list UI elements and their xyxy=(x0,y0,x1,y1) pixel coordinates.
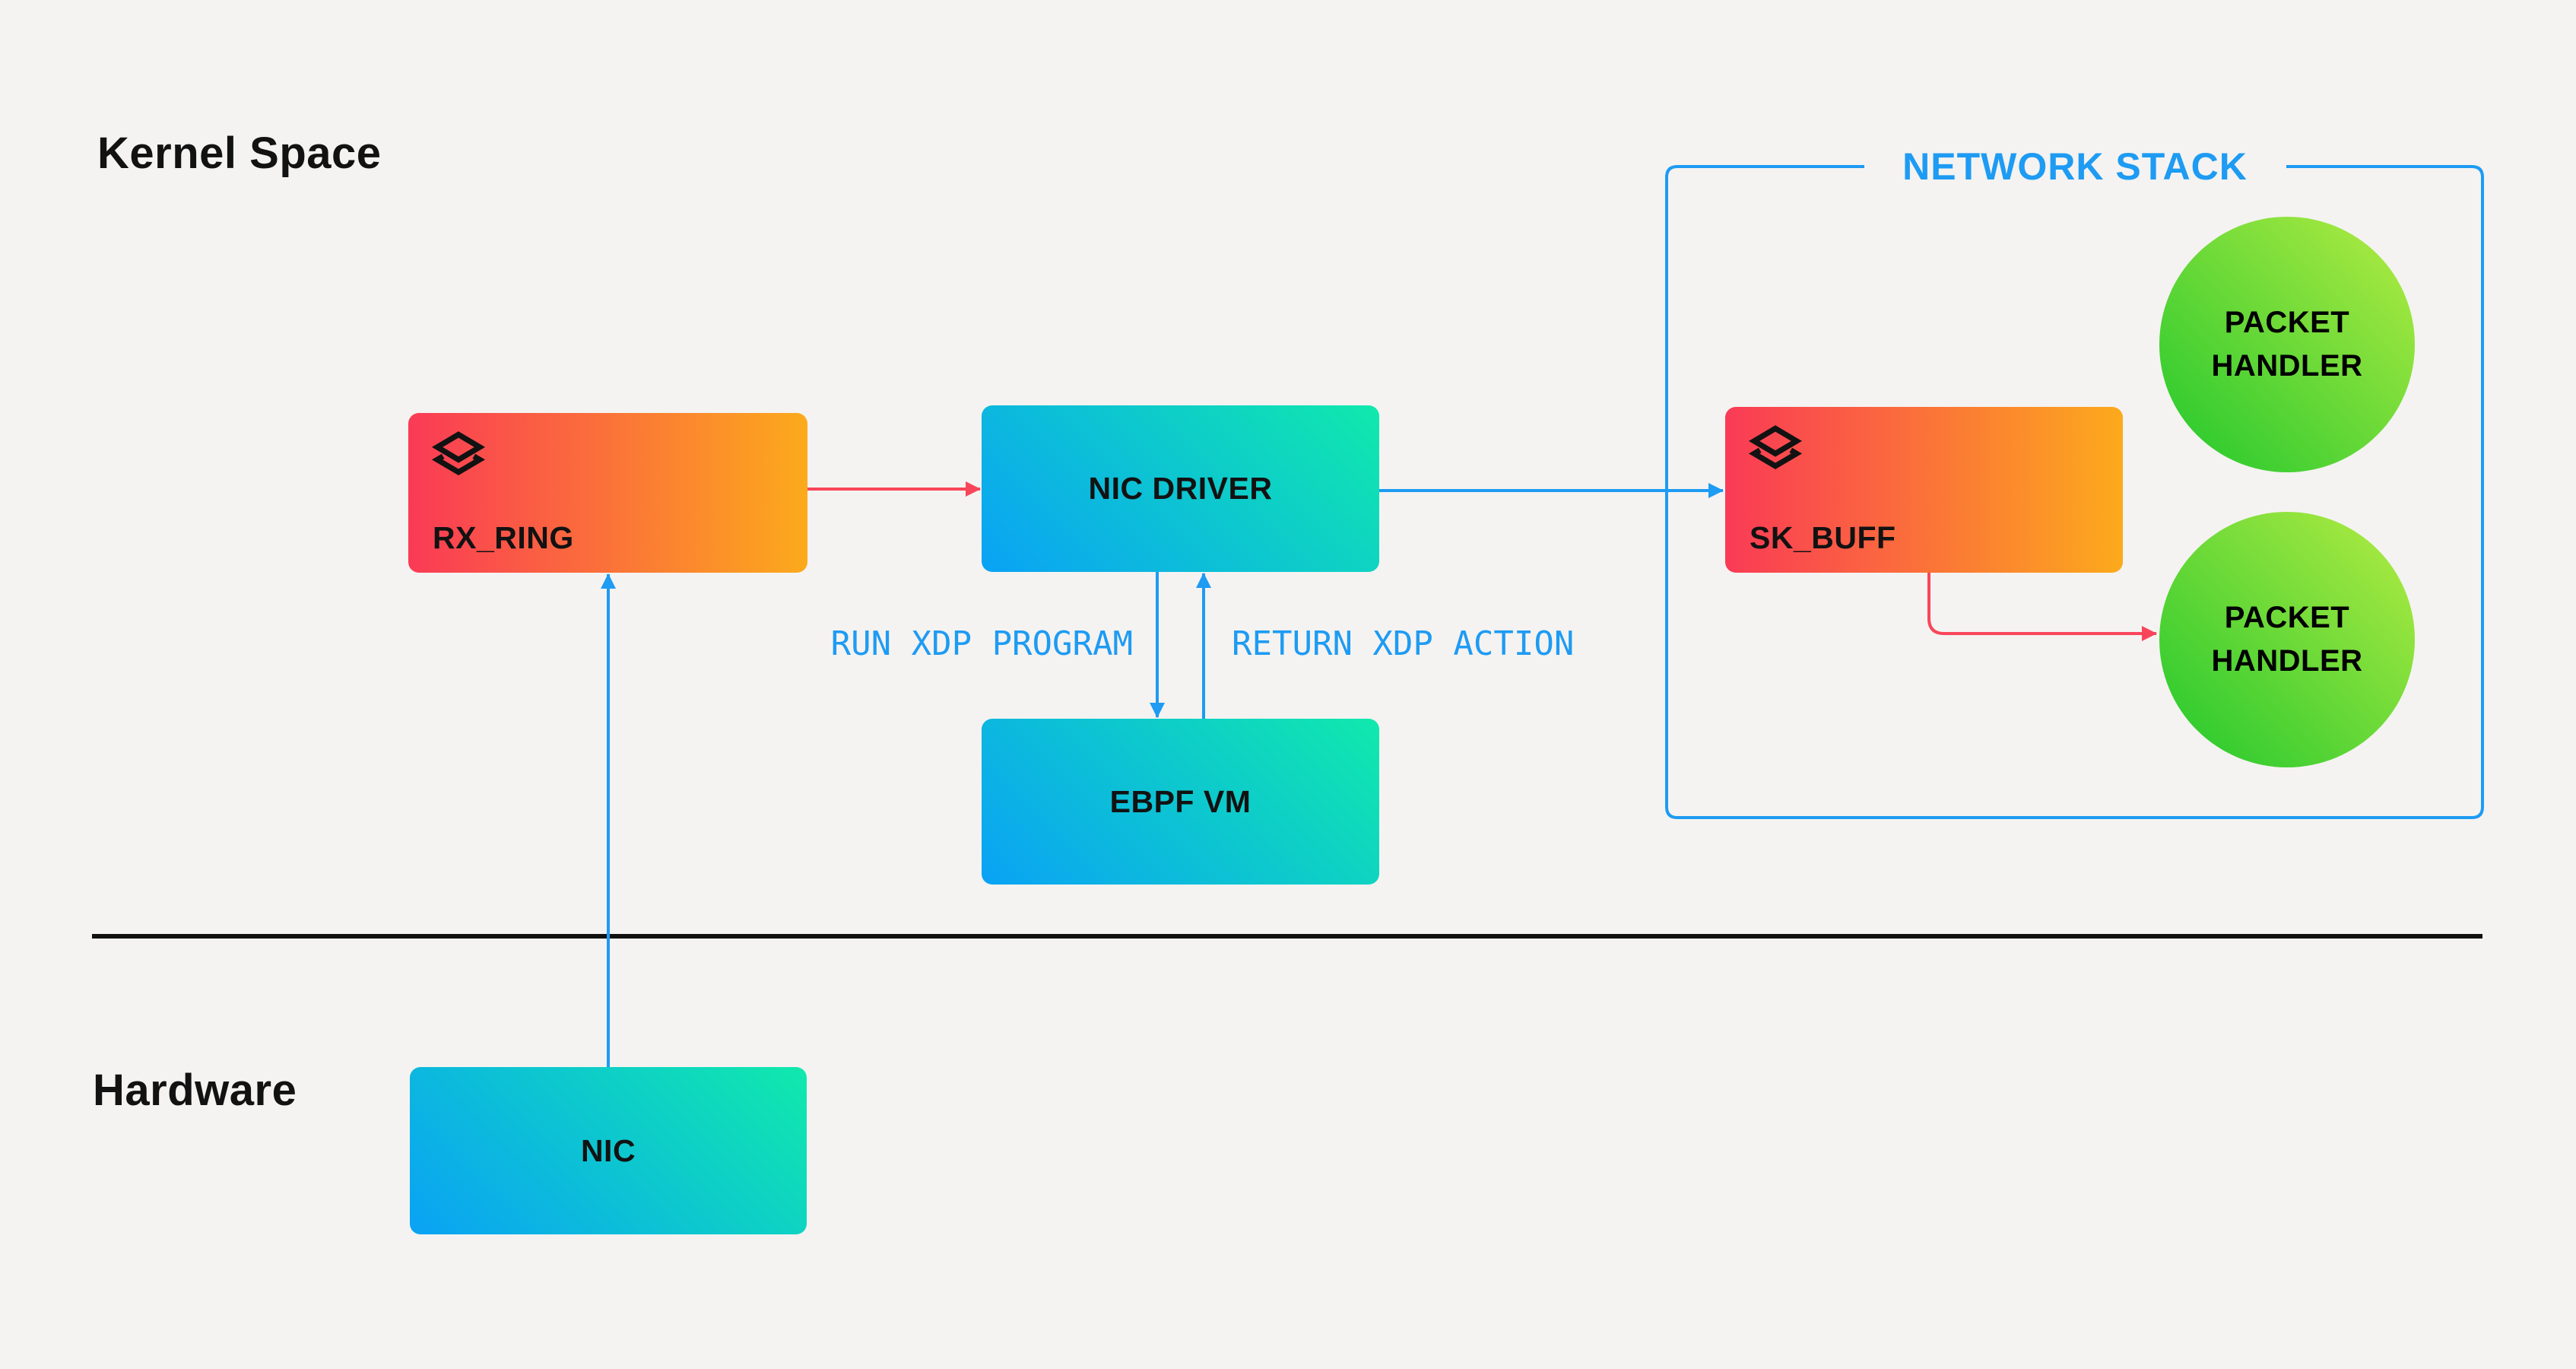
node-ebpf-vm: EBPF VM xyxy=(982,719,1379,885)
edge-sk-buff-to-packet-handler xyxy=(1927,573,2157,641)
node-label: EBPF VM xyxy=(1109,783,1252,819)
network-stack-border xyxy=(1665,165,2484,819)
layers-icon xyxy=(430,428,487,481)
node-label: SK_BUFF xyxy=(1750,520,1896,555)
node-label: NIC DRIVER xyxy=(1088,471,1273,506)
node-label: NIC xyxy=(580,1132,636,1168)
node-nic: NIC xyxy=(410,1067,807,1234)
edge-label-run-xdp-program: RUN XDP PROGRAM xyxy=(830,624,1133,663)
layers-icon xyxy=(1746,422,1804,475)
hardware-label: Hardware xyxy=(93,1066,297,1115)
edge-label-return-xdp-action: RETURN XDP ACTION xyxy=(1232,624,1575,663)
node-label: RX_RING xyxy=(433,520,574,555)
node-label: PACKET HANDLER xyxy=(2211,306,2363,383)
node-sk-buff: SK_BUFF xyxy=(1725,407,2123,573)
network-stack-title: NETWORK STACK xyxy=(1902,145,2248,188)
node-rx-ring: RX_RING xyxy=(408,413,807,573)
kernel-space-label: Kernel Space xyxy=(97,129,382,178)
node-packet-handler-top: PACKET HANDLER xyxy=(2159,217,2415,472)
node-packet-handler-bottom: PACKET HANDLER xyxy=(2159,512,2415,767)
node-nic-driver: NIC DRIVER xyxy=(982,405,1379,572)
node-label: PACKET HANDLER xyxy=(2211,601,2363,678)
